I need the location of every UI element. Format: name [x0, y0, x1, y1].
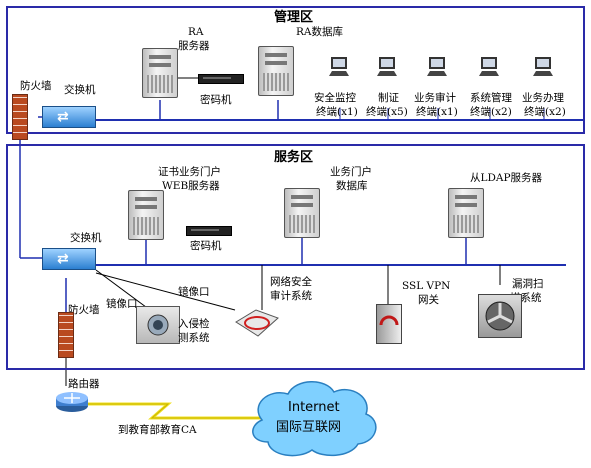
ra-server-label-1: RA [188, 26, 204, 38]
ldap-label: 从LDAP服务器 [470, 172, 543, 184]
ra-db-icon [258, 46, 294, 96]
vpn-label-2: 网关 [418, 294, 439, 306]
terminal-audit [426, 56, 448, 82]
terminal-label-5a: 业务办理 [522, 92, 564, 104]
ids-label-2: 测系统 [178, 332, 210, 344]
router-label: 路由器 [68, 378, 100, 390]
ra-server-label-2: 服务器 [178, 40, 210, 52]
computer-icon [329, 57, 349, 76]
cert-web-label-2: WEB服务器 [162, 180, 220, 192]
ids-label-1: 入侵检 [178, 318, 210, 330]
terminal-label-3a: 业务审计 [414, 92, 456, 104]
terminal-system-admin [478, 56, 500, 82]
terminal-label-1b: 终端(x1) [316, 106, 358, 118]
scanner-label-1: 漏洞扫 [512, 278, 544, 290]
terminal-label-5b: 终端(x2) [524, 106, 566, 118]
terminal-label-3b: 终端(x1) [416, 106, 458, 118]
terminal-label-1a: 安全监控 [314, 92, 356, 104]
mgmt-cipher-label: 密码机 [200, 94, 232, 106]
internet-label-en: Internet [288, 400, 340, 415]
terminal-security-monitor [328, 56, 350, 82]
vpn-label-1: SSL VPN [402, 280, 451, 292]
ids-device-icon [136, 306, 180, 344]
mgmt-cipher-machine-icon [198, 74, 244, 84]
audit-label-1: 网络安全 [270, 276, 312, 288]
service-firewall-label: 防火墙 [68, 304, 100, 316]
service-zone [6, 144, 585, 370]
service-switch-icon: ⇄ [42, 248, 96, 270]
terminal-label-2b: 终端(x5) [366, 106, 408, 118]
terminal-business [532, 56, 554, 82]
service-zone-title: 服务区 [274, 150, 314, 165]
ra-server-icon [142, 48, 178, 98]
terminal-label-4b: 终端(x2) [470, 106, 512, 118]
computer-icon [533, 57, 553, 76]
mgmt-firewall-label: 防火墙 [20, 80, 52, 92]
ldap-server-icon [448, 188, 484, 238]
portal-db-label-1: 业务门户 [330, 166, 372, 178]
terminal-label-2a: 制证 [378, 92, 399, 104]
service-cipher-machine-icon [186, 226, 232, 236]
internet-cloud [252, 381, 377, 457]
computer-icon [427, 57, 447, 76]
mirror-port-label-1: 镜像口 [178, 286, 210, 298]
management-zone-title: 管理区 [274, 10, 314, 25]
internet-label-cn: 国际互联网 [276, 420, 342, 435]
audit-label-2: 审计系统 [270, 290, 312, 302]
ca-link-label: 到教育部教育CA [118, 424, 197, 436]
service-firewall-icon [58, 312, 74, 358]
service-switch-label: 交换机 [70, 232, 102, 244]
cert-web-server-icon [128, 190, 164, 240]
ra-db-label: RA数据库 [296, 26, 343, 38]
audit-device-icon [234, 308, 280, 342]
camera-lens-icon [147, 314, 169, 336]
portal-db-icon [284, 188, 320, 238]
terminal-certificate [376, 56, 398, 82]
portal-db-label-2: 数据库 [336, 180, 368, 192]
management-zone [6, 6, 585, 134]
mgmt-firewall-icon [12, 94, 28, 140]
service-cipher-label: 密码机 [190, 240, 222, 252]
computer-icon [479, 57, 499, 76]
cert-web-label-1: 证书业务门户 [158, 166, 221, 178]
mgmt-switch-icon: ⇄ [42, 106, 96, 128]
mgmt-switch-label: 交换机 [64, 84, 96, 96]
mirror-port-label-2: 镜像口 [106, 298, 138, 310]
vpn-gateway-icon [376, 304, 402, 344]
computer-icon [377, 57, 397, 76]
vulnerability-scanner-icon [478, 294, 522, 338]
router-icon [54, 390, 90, 418]
fan-icon [485, 301, 515, 331]
terminal-label-4a: 系统管理 [470, 92, 512, 104]
ca-link-lightning [88, 402, 262, 420]
